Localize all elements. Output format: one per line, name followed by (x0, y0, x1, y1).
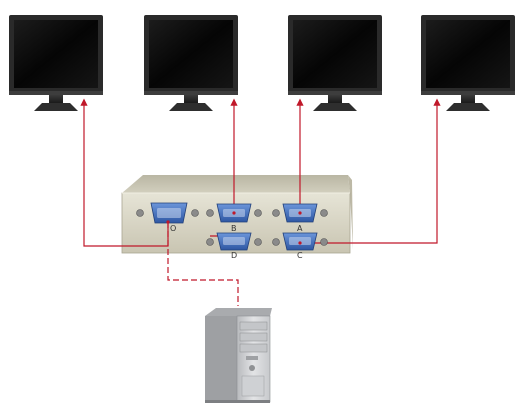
monitor-1 (9, 15, 103, 111)
monitor-4 (421, 15, 515, 111)
port-label-a: A (297, 224, 303, 233)
port-label-d: D (231, 251, 237, 260)
port-label-o: O (170, 224, 176, 233)
monitor-2 (144, 15, 238, 111)
port-label-b: B (231, 224, 237, 233)
port-label-c: C (297, 251, 303, 260)
pc-tower (205, 308, 272, 403)
cable-endpoints (166, 211, 302, 245)
monitor-3 (288, 15, 382, 111)
cable-monitor-4 (300, 98, 441, 244)
vga-port-o: O (136, 202, 199, 233)
vga-port-d: D (206, 232, 262, 260)
cable-pc (167, 222, 239, 306)
cables (80, 98, 441, 306)
